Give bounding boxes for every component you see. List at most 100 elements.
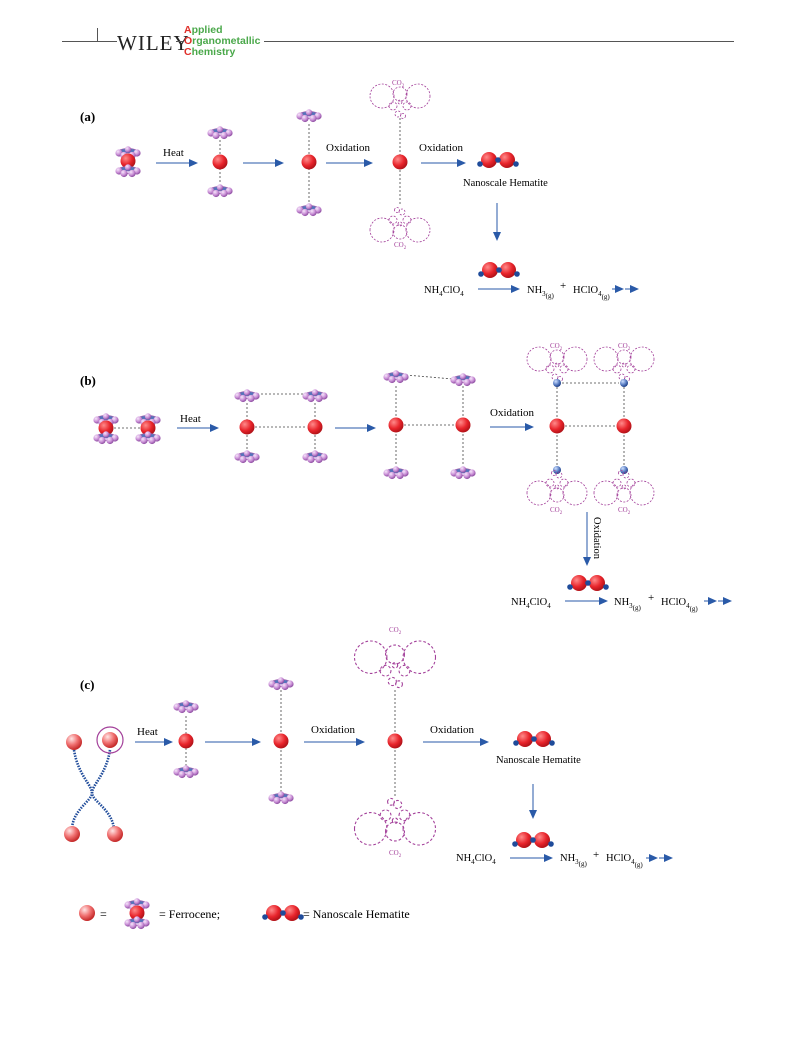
cp-ring [295,202,323,217]
hclo4-label: HClO4(g) [573,285,610,301]
iron-atom [616,418,632,434]
oxygen-atom [620,379,628,387]
cp-ring [301,388,329,403]
panel-b: (b) Heat Oxidation CO2 CO2 [80,342,732,613]
highlight-circle [96,726,124,754]
hematite-catalyst [567,575,609,591]
ferrocene-bead [107,826,123,842]
co2-cluster [353,797,437,846]
hematite-catalyst [512,832,554,848]
co2-label: CO2 [550,506,563,516]
oxygen-atom [620,466,628,474]
cp-ring [206,183,234,198]
hematite-particle [477,152,519,168]
cp-ring [233,388,261,403]
oxidation-label: Oxidation [490,407,534,419]
legend-bead [79,905,95,921]
cp-ring [382,369,410,384]
legend: = = Ferrocene; = Nanoscale Hematite [79,898,410,929]
cp-ring [206,125,234,140]
hematite-particle [513,731,555,747]
reactant-label: NH4ClO4 [456,853,496,866]
plus-sign: + [593,849,599,861]
oxygen-atom [553,466,561,474]
co2-label: CO2 [389,849,402,859]
nh3-label: NH3(g) [527,285,555,300]
heat-label: Heat [180,413,201,425]
iron-atom [387,733,403,749]
ferrocene-bead [64,826,80,842]
legend-hematite [262,905,304,921]
header-rule-left [62,41,117,42]
ferrocene-bead [102,732,118,748]
iron-atom [212,154,228,170]
oxidation-label-vertical: Oxidation [591,517,602,560]
legend-equals: = [100,907,107,921]
product-label: Nanoscale Hematite [463,178,548,189]
co2-label: CO2 [389,626,402,636]
heat-label: Heat [137,726,158,738]
journal-logo: Applied Organometallic Chemistry [184,24,261,58]
oxidation-label: Oxidation [326,142,370,154]
header-rule-mid [176,41,184,42]
cp-ring [295,108,323,123]
cp-ring [267,790,295,805]
page-header: WILEY Applied Organometallic Chemistry [0,0,793,60]
bond [405,374,454,380]
polymer-chain [70,749,94,831]
cp-ring [382,465,410,480]
polymer-chain [90,749,116,831]
reactant-label: NH4ClO4 [511,597,551,610]
oxidation-label: Oxidation [311,724,355,736]
cp-ring [267,676,295,691]
panel-b-label: (b) [80,373,96,388]
ferrocene-molecule [93,413,118,444]
co2-cluster [353,640,437,689]
panel-a-label: (a) [80,109,95,124]
heat-label: Heat [163,147,184,159]
legend-ferrocene-label: = Ferrocene; [159,907,220,921]
cp-ring [449,465,477,480]
ferrocene-molecule [135,413,160,444]
cp-ring [172,699,200,714]
iron-atom [239,419,255,435]
header-rule-right [264,41,734,42]
hclo4-label: HClO4(g) [606,853,643,869]
iron-atom [392,154,408,170]
cp-ring [233,449,261,464]
co2-cluster [526,470,588,506]
panel-c: (c) Heat Oxidation CO2 CO2 Oxidation Nan… [64,626,673,869]
hematite-catalyst [478,262,520,278]
iron-atom [301,154,317,170]
iron-atom [178,733,194,749]
cp-ring [449,372,477,387]
publisher-logo: WILEY [117,31,190,55]
ferrocene-bead [66,734,82,750]
co2-cluster [593,346,655,382]
iron-atom [549,418,565,434]
co2-cluster [593,470,655,506]
panel-c-label: (c) [80,677,94,692]
iron-atom [273,733,289,749]
co2-label: CO2 [618,506,631,516]
cp-ring [301,449,329,464]
legend-hematite-label: = Nanoscale Hematite [303,907,410,921]
panel-a: (a) Heat Oxidation CO2 CO2 Oxidation Nan… [80,79,639,301]
hclo4-label: HClO4(g) [661,597,698,613]
co2-label: CO2 [392,79,405,89]
iron-atom [388,417,404,433]
ferrocene-molecule [115,146,140,177]
oxidation-label: Oxidation [419,142,463,154]
nh3-label: NH3(g) [560,853,588,868]
nh3-label: NH3(g) [614,597,642,612]
header-tick [97,28,98,42]
cp-ring [172,764,200,779]
product-label: Nanoscale Hematite [496,755,581,766]
co2-cluster [369,207,431,243]
co2-cluster [526,346,588,382]
legend-ferrocene [124,898,149,929]
co2-cluster [369,83,431,119]
oxidation-label: Oxidation [430,724,474,736]
plus-sign: + [648,592,654,604]
